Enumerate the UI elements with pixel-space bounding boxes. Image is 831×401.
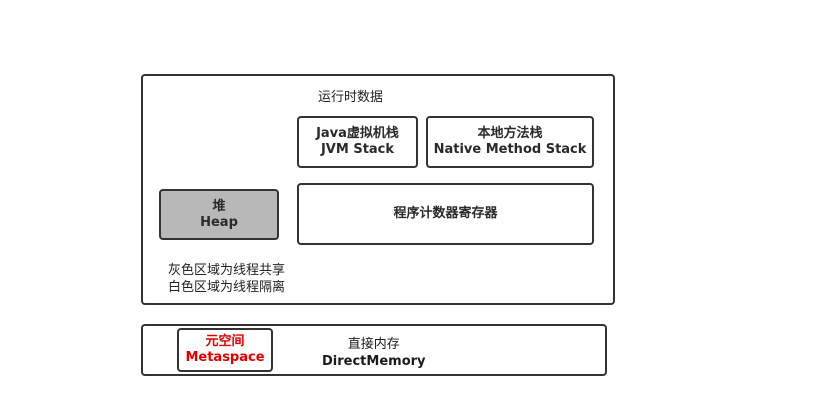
- runtime-data-title: 运行时数据: [318, 90, 384, 105]
- direct-memory-en-label: DirectMemory: [322, 354, 426, 369]
- program-counter-register-box: 程序计数器寄存器: [297, 183, 594, 245]
- jvm-stack-en-label: JVM Stack: [320, 142, 395, 157]
- heap-cn-label: 堆: [212, 198, 226, 214]
- legend-shared-note: 灰色区域为线程共享: [168, 263, 286, 278]
- native-stack-en-label: Native Method Stack: [433, 142, 587, 157]
- metaspace-cn-label: 元空间: [205, 334, 245, 349]
- jvm-stack-cn-label: Java虚拟机栈: [316, 126, 399, 141]
- native-stack-cn-label: 本地方法栈: [477, 126, 543, 141]
- metaspace-en-label: Metaspace: [185, 350, 265, 365]
- metaspace-box: 元空间 Metaspace: [177, 328, 273, 372]
- native-method-stack-box: 本地方法栈 Native Method Stack: [426, 116, 594, 168]
- direct-memory-label: 直接内存 DirectMemory: [322, 336, 426, 370]
- heap-box: 堆 Heap: [159, 189, 279, 240]
- jvm-stack-box: Java虚拟机栈 JVM Stack: [297, 116, 418, 168]
- direct-memory-cn-label: 直接内存: [347, 337, 400, 352]
- pc-register-label: 程序计数器寄存器: [393, 206, 498, 221]
- legend-isolated-note: 白色区域为线程隔离: [168, 280, 286, 295]
- heap-en-label: Heap: [200, 214, 238, 230]
- legend-note: 灰色区域为线程共享 白色区域为线程隔离: [168, 262, 285, 296]
